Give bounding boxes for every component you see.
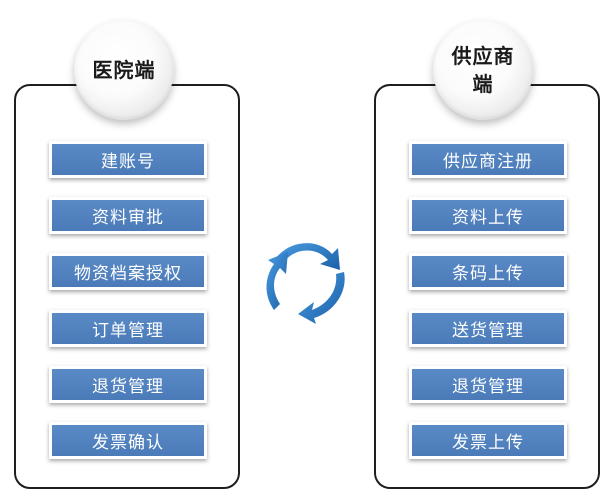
hospital-item: 资料审批 <box>49 197 207 234</box>
supplier-item: 供应商注册 <box>409 141 567 178</box>
hospital-item: 物资档案授权 <box>49 253 207 290</box>
cycle-arrows-icon <box>266 243 345 324</box>
supplier-title-badge: 供应商端 <box>433 20 533 120</box>
hospital-title: 医院端 <box>92 58 156 82</box>
hospital-item: 退货管理 <box>49 366 207 403</box>
supplier-panel: 供应商注册 资料上传 条码上传 送货管理 退货管理 发票上传 <box>374 84 600 489</box>
hospital-item-list: 建账号 资料审批 物资档案授权 订单管理 退货管理 发票确认 <box>16 86 238 487</box>
supplier-item: 退货管理 <box>409 366 567 403</box>
hospital-item: 订单管理 <box>49 310 207 347</box>
hospital-item: 建账号 <box>49 141 207 178</box>
supplier-item: 发票上传 <box>409 422 567 459</box>
hospital-title-badge: 医院端 <box>74 20 174 120</box>
supplier-item: 条码上传 <box>409 253 567 290</box>
supplier-item-list: 供应商注册 资料上传 条码上传 送货管理 退货管理 发票上传 <box>376 86 598 487</box>
supplier-item: 送货管理 <box>409 310 567 347</box>
hospital-item: 发票确认 <box>49 422 207 459</box>
hospital-panel: 建账号 资料审批 物资档案授权 订单管理 退货管理 发票确认 <box>14 84 240 489</box>
supplier-title: 供应商端 <box>451 44 515 96</box>
supplier-item: 资料上传 <box>409 197 567 234</box>
